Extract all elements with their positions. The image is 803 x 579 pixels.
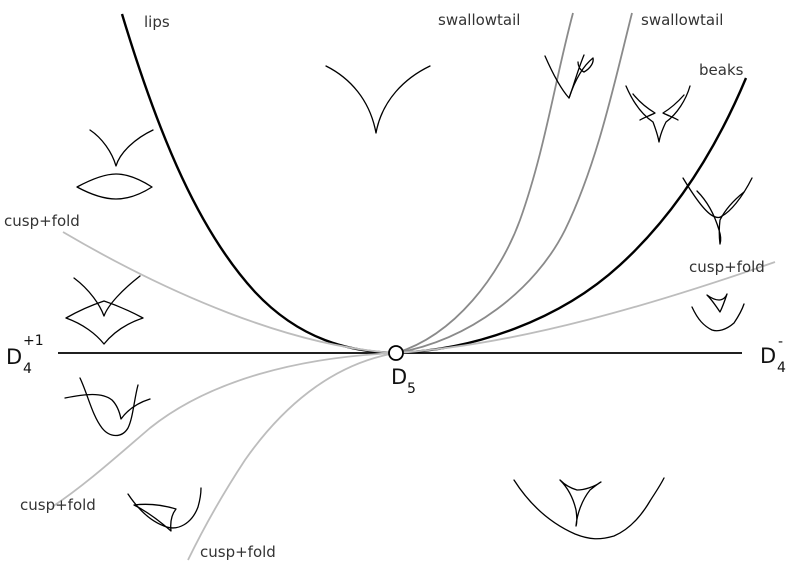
glyph-left-c: [64, 377, 151, 437]
d4-minus-sub: 4: [777, 360, 786, 376]
swallowtail-curve-2: [395, 12, 633, 354]
d4-minus-main: D: [760, 344, 776, 368]
beaks-label: beaks: [699, 61, 744, 79]
swallowtail-label-2: swallowtail: [641, 11, 723, 29]
glyph-left-b: [65, 275, 144, 345]
glyph-right-a: [682, 177, 753, 245]
glyph-lower-left-d: [127, 487, 202, 532]
cusp-fold-curve-lower-left: [51, 352, 397, 508]
beaks-curve: [395, 77, 748, 355]
lips-curve: [120, 13, 397, 355]
cusp-fold-label-lower-left: cusp+fold: [20, 496, 96, 514]
glyph-lips-region: [325, 65, 431, 134]
cusp-fold-curve-bottom: [187, 352, 397, 561]
d5-point-marker: [388, 345, 404, 361]
d4-minus-sup: -: [778, 334, 783, 350]
cusp-fold-label-right: cusp+fold: [689, 258, 765, 276]
cusp-fold-curve-upper-left: [62, 231, 397, 354]
glyph-beaks-region: [625, 85, 691, 143]
d4-plus1-sub: 4: [23, 361, 32, 377]
d5-main: D: [391, 365, 407, 389]
cusp-fold-label-bottom: cusp+fold: [200, 543, 276, 561]
d5-sub: 5: [407, 381, 416, 397]
glyph-right-b: [691, 293, 745, 332]
d4-plus1-label: D 4 +1: [6, 333, 44, 377]
lips-label: lips: [144, 13, 170, 31]
glyph-upper-left-a: [76, 129, 154, 200]
glyph-swallowtail-region: [544, 54, 594, 99]
d4-minus-label: D 4 -: [760, 334, 786, 376]
swallowtail-curve-1: [395, 12, 574, 354]
cusp-fold-curve-right: [395, 261, 776, 354]
glyph-bottom-right: [513, 477, 665, 540]
d4-plus1-main: D: [6, 345, 22, 369]
swallowtail-label-1: swallowtail: [438, 11, 520, 29]
d5-label: D 5: [391, 365, 416, 397]
cusp-fold-label-upper-left: cusp+fold: [4, 212, 80, 230]
d4-plus1-sup: +1: [23, 333, 44, 349]
